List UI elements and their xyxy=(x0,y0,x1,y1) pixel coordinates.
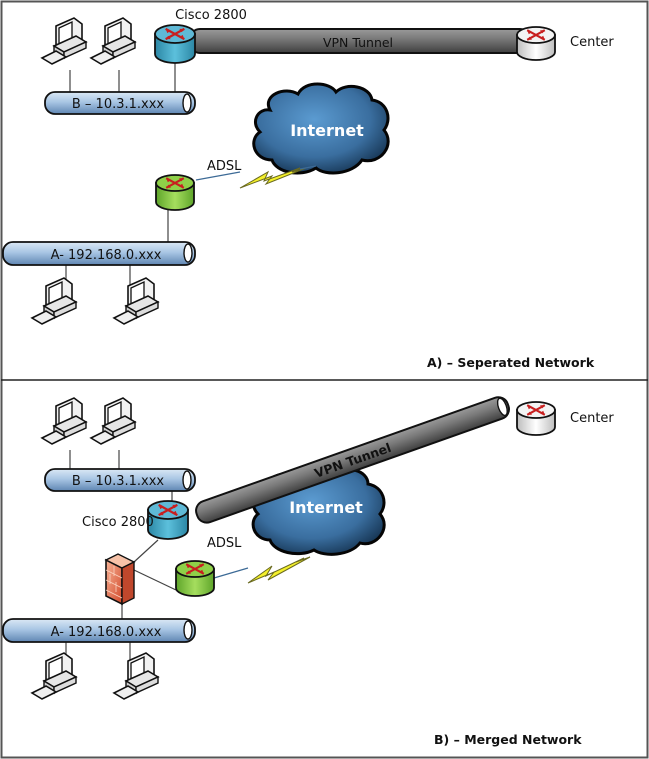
cloud-label: Internet xyxy=(289,498,363,517)
router-icon-center xyxy=(516,401,556,436)
router-icon-adsl xyxy=(175,560,215,597)
panel-caption: B) – Merged Network xyxy=(434,732,582,747)
router-label: Cisco 2800 xyxy=(82,515,154,530)
router-icon xyxy=(154,24,196,64)
network-a-label: A- 192.168.0.xxx xyxy=(51,625,162,640)
desktop-computer-icon xyxy=(41,397,87,445)
link-label: ADSL xyxy=(207,536,242,551)
desktop-computer-icon xyxy=(31,277,77,325)
router-icon-adsl xyxy=(155,174,195,211)
panel-a: VPN Tunnel Cisco 2800 Center B – 10.3.1.… xyxy=(2,8,614,370)
network-b-bus: B – 10.3.1.xxx xyxy=(44,468,196,492)
network-a-bus: A- 192.168.0.xxx xyxy=(2,618,196,643)
cloud-label: Internet xyxy=(290,121,364,140)
network-a-label: A- 192.168.0.xxx xyxy=(51,248,162,263)
center-label: Center xyxy=(570,35,614,50)
network-a-bus: A- 192.168.0.xxx xyxy=(2,241,196,266)
router-icon xyxy=(147,500,189,540)
center-label: Center xyxy=(570,411,614,426)
link-label: ADSL xyxy=(207,159,242,174)
network-b-label: B – 10.3.1.xxx xyxy=(72,474,165,489)
firewall-icon xyxy=(104,553,136,606)
desktop-computer-icon xyxy=(31,652,77,700)
network-b-bus: B – 10.3.1.xxx xyxy=(44,91,196,115)
network-b-label: B – 10.3.1.xxx xyxy=(72,97,165,112)
vpn-tunnel-label: VPN Tunnel xyxy=(323,35,393,50)
router-icon-center xyxy=(516,26,556,61)
desktop-computer-icon xyxy=(90,17,136,65)
panel-caption: A) – Seperated Network xyxy=(427,355,595,370)
panel-b: B – 10.3.1.xxx Internet VPN Tunnel Cisco… xyxy=(2,396,614,747)
router-label: Cisco 2800 xyxy=(175,8,247,23)
vpn-tunnel: VPN Tunnel xyxy=(189,28,531,54)
lightning-link-icon xyxy=(239,167,307,189)
desktop-computer-icon xyxy=(90,397,136,445)
lightning-link-icon xyxy=(247,556,311,584)
desktop-computer-icon xyxy=(113,277,159,325)
cloud-icon: Internet xyxy=(252,82,390,175)
desktop-computer-icon xyxy=(113,652,159,700)
desktop-computer-icon xyxy=(41,17,87,65)
